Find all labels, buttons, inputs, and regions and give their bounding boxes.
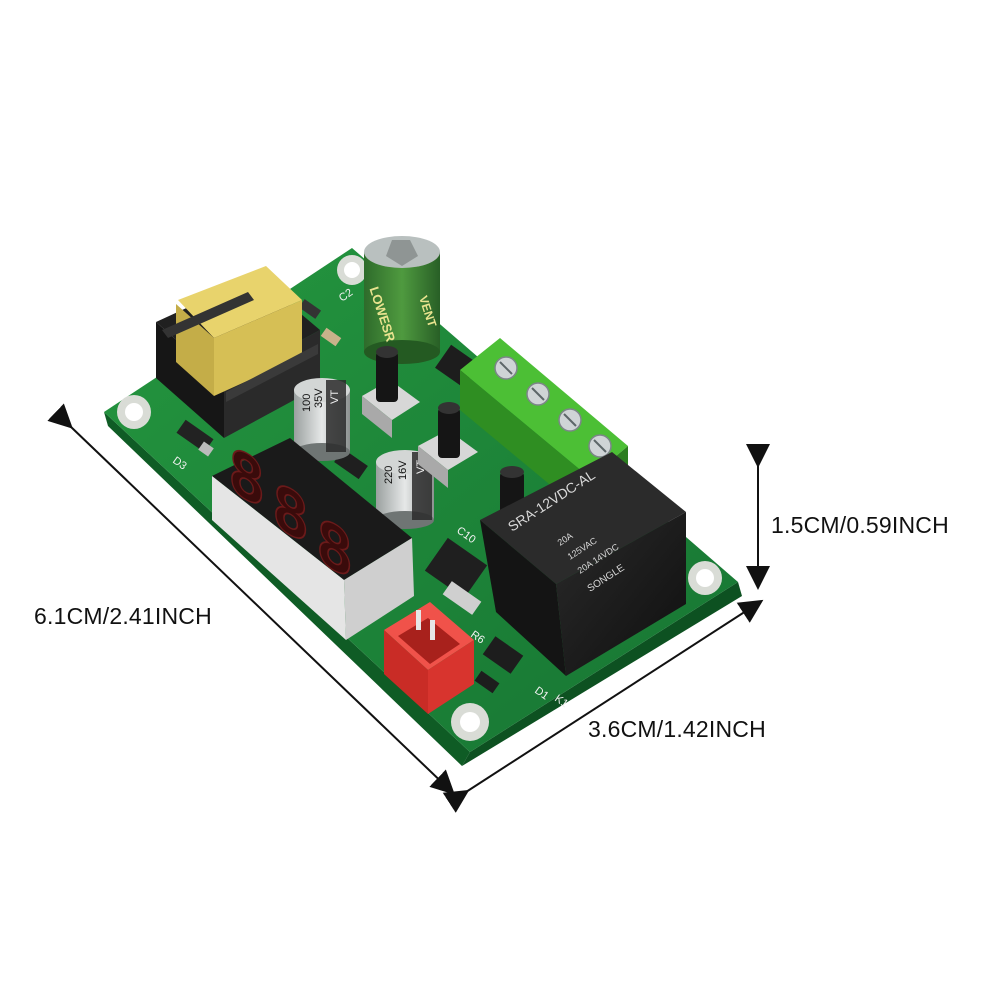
capacitor-label: 35V	[313, 388, 325, 408]
width-arrow	[442, 599, 764, 813]
dimension-arrows	[47, 403, 770, 813]
width-dimension-label: 3.6CM/1.42INCH	[588, 716, 766, 742]
capacitor-label: 100	[301, 394, 313, 412]
length-dimension-label: 6.1CM/2.41INCH	[34, 603, 212, 629]
height-dimension-label: 1.5CM/0.59INCH	[771, 512, 949, 538]
capacitor-label: 16V	[397, 460, 409, 480]
capacitor-label: VT	[329, 390, 341, 404]
capacitor-label: 220	[383, 466, 395, 484]
length-arrow	[47, 403, 455, 795]
capacitor-large: LOWESR VENT	[364, 236, 440, 364]
